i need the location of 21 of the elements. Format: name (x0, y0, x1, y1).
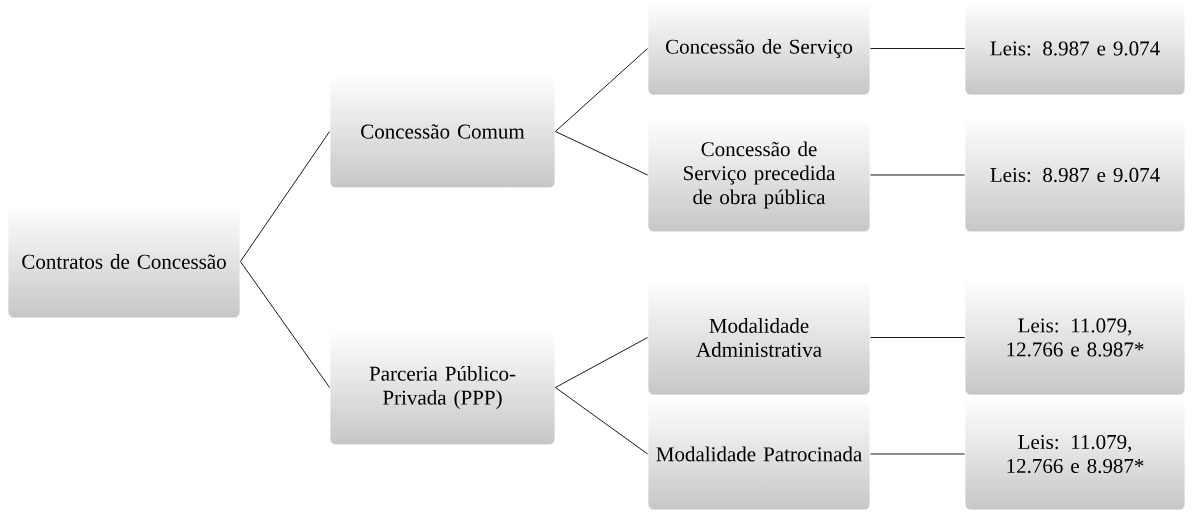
connector-line (869, 174, 966, 176)
connector-line (554, 131, 649, 176)
concept-box: Leis: 11.079, 12.766 e 8.987* (964, 279, 1186, 396)
connector-line (239, 131, 331, 262)
concept-box: Concessão de Serviço (647, 1, 871, 96)
concept-box: Leis: 8.987 e 9.074 (964, 117, 1186, 233)
concept-box: Modalidade Administrativa (647, 279, 871, 396)
concept-box: Parceria Público-Privada (PPP) (329, 329, 556, 446)
connector-line (554, 337, 649, 388)
connector-line (554, 48, 649, 132)
connector-line (554, 387, 649, 455)
concept-box: Leis: 8.987 e 9.074 (964, 1, 1186, 96)
connector-line (869, 48, 966, 49)
concept-box: Concessão de Serviço precedida de obra pública (647, 117, 871, 233)
connector-line (869, 453, 966, 455)
connector-line (869, 337, 966, 338)
concept-box: Concessão Comum (329, 74, 556, 189)
concept-box: Modalidade Patrocinada (647, 397, 871, 511)
concept-box: Contratos de Concessão (7, 204, 241, 319)
connector-line (239, 261, 331, 388)
concept-box: Leis: 11.079, 12.766 e 8.987* (964, 397, 1186, 511)
